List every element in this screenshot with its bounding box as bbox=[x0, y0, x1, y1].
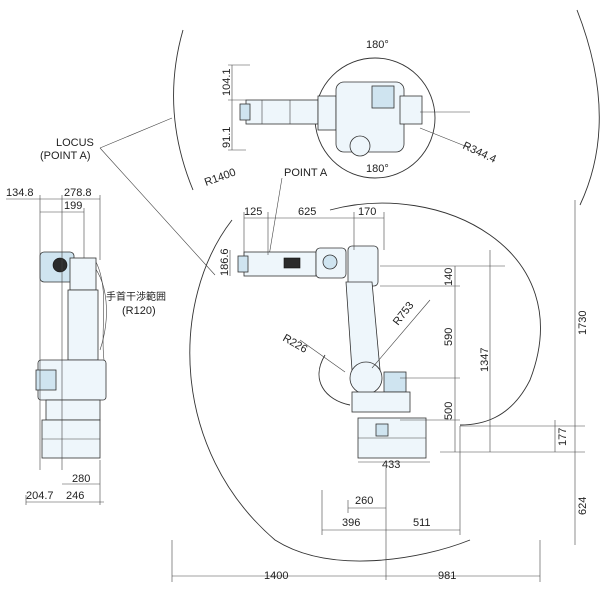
side-view-shoulder bbox=[349, 361, 383, 395]
top-view-robot bbox=[239, 81, 471, 157]
top-view-range-arc-left bbox=[173, 29, 194, 191]
side-view-robot bbox=[237, 245, 427, 459]
angle-top: 180° bbox=[366, 39, 389, 51]
dim-433: 433 bbox=[382, 459, 400, 471]
dim-134-8: 134.8 bbox=[6, 187, 34, 199]
dim-125: 125 bbox=[244, 206, 262, 218]
top-view-motor bbox=[371, 85, 395, 109]
locus-label-line1: LOCUS bbox=[56, 137, 94, 149]
dim-170: 170 bbox=[358, 206, 376, 218]
radius-1400: R1400 bbox=[203, 166, 238, 188]
dim-91-1: 91.1 bbox=[221, 127, 233, 148]
top-view-wrist-joint bbox=[317, 95, 337, 131]
point-a-label: POINT A bbox=[284, 167, 328, 179]
top-view-flange bbox=[239, 103, 251, 121]
dim-1347: 1347 bbox=[479, 348, 491, 372]
side-view-elbow-motor bbox=[322, 254, 338, 270]
locus-label-line2: (POINT A) bbox=[40, 150, 91, 162]
angle-bottom: 180° bbox=[366, 163, 389, 175]
front-view-cable bbox=[95, 261, 105, 361]
top-view-range-arc-right bbox=[576, 9, 600, 206]
dim-204-7: 204.7 bbox=[26, 490, 54, 502]
side-view-elbow-housing bbox=[347, 245, 379, 287]
front-view-waist bbox=[45, 399, 101, 421]
front-view-upper-arm bbox=[67, 289, 99, 361]
front-view-wrist-motor bbox=[52, 257, 68, 273]
side-view-flange bbox=[237, 255, 249, 273]
dim-104-1: 104.1 bbox=[221, 68, 233, 96]
front-view-robot bbox=[35, 251, 107, 459]
side-view-base-connector bbox=[375, 423, 389, 437]
side-view-shoulder-motor bbox=[383, 371, 407, 393]
dim-625: 625 bbox=[298, 206, 316, 218]
radius-344-4: R344.4 bbox=[461, 140, 498, 166]
dim-511: 511 bbox=[413, 517, 431, 529]
side-view-reach-arc-outer bbox=[189, 219, 471, 562]
top-view-forearm bbox=[245, 99, 319, 125]
radius-226: R226 bbox=[281, 332, 310, 356]
side-view-waist bbox=[351, 391, 411, 413]
radius-753: R753 bbox=[391, 300, 417, 328]
front-view-shoulder-motor bbox=[35, 369, 57, 391]
side-view-reach-arc-top bbox=[329, 202, 541, 426]
dim-246: 246 bbox=[66, 490, 84, 502]
front-view-upper-arm-top bbox=[69, 257, 97, 291]
wrist-interference-radius: (R120) bbox=[122, 305, 156, 317]
locus-leader-top bbox=[99, 117, 173, 149]
dim-199: 199 bbox=[64, 200, 82, 212]
dim-396: 396 bbox=[342, 517, 360, 529]
dim-140: 140 bbox=[443, 268, 455, 286]
side-view-inner-arc bbox=[318, 354, 351, 406]
top-view-side-motor bbox=[399, 95, 423, 125]
dim-260: 260 bbox=[355, 495, 373, 507]
side-view-forearm bbox=[243, 251, 317, 277]
side-view-upper-arm bbox=[345, 281, 381, 371]
point-a-leader bbox=[267, 177, 283, 263]
front-view-dimensions: 134.8 278.8 199 280 204.7 246 手首干渉範囲 (R1… bbox=[6, 187, 166, 505]
dim-1730: 1730 bbox=[577, 311, 589, 335]
side-view-label-plate bbox=[283, 257, 301, 269]
dim-1400: 1400 bbox=[264, 570, 288, 582]
dim-177: 177 bbox=[557, 428, 569, 446]
dim-500: 500 bbox=[443, 402, 455, 420]
side-view-dimensions: 125 625 170 186.6 140 590 500 1347 1730 … bbox=[171, 200, 589, 582]
top-view-cable bbox=[349, 135, 371, 157]
dim-981: 981 bbox=[438, 570, 456, 582]
dim-280: 280 bbox=[72, 473, 90, 485]
wrist-interference-label: 手首干渉範囲 bbox=[106, 290, 166, 303]
locus-leader-bottom bbox=[99, 147, 216, 276]
dim-624: 624 bbox=[577, 497, 589, 515]
dim-278-8: 278.8 bbox=[64, 187, 92, 199]
dim-186-6: 186.6 bbox=[219, 248, 231, 276]
dim-590: 590 bbox=[443, 328, 455, 346]
